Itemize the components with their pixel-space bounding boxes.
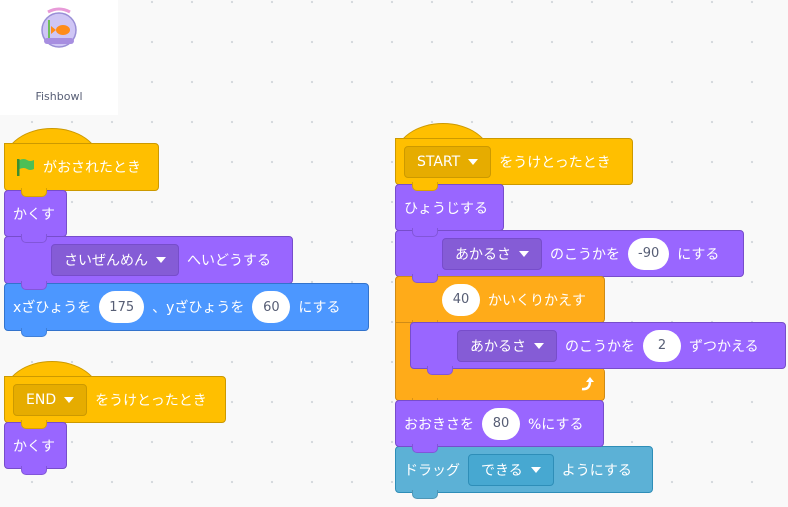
size-input[interactable]: 80 bbox=[482, 407, 520, 440]
effect-change-input[interactable]: 2 bbox=[643, 329, 681, 362]
sprite-name: Fishbowl bbox=[35, 90, 83, 103]
repeat-bottom bbox=[395, 368, 605, 407]
x-input[interactable]: 175 bbox=[99, 291, 145, 323]
goto-suffix: にする bbox=[298, 300, 341, 316]
set-size-block[interactable]: おおきさを 80 %にする bbox=[395, 400, 604, 453]
dropdown-arrow-icon bbox=[519, 250, 529, 257]
hat-label: がおされたとき bbox=[43, 160, 141, 176]
green-flag-icon bbox=[17, 159, 34, 176]
effect-mid: のこうかを bbox=[550, 246, 620, 263]
show-label: ひょうじする bbox=[404, 200, 488, 217]
x-label: xざひょうを bbox=[13, 300, 92, 316]
hat-suffix: をうけとったとき bbox=[499, 154, 611, 171]
dropdown-arrow-icon bbox=[156, 257, 166, 263]
hat-suffix: をうけとったとき bbox=[95, 392, 207, 409]
when-flag-clicked-block[interactable]: がおされたとき bbox=[4, 143, 159, 197]
drag-suffix: ようにする bbox=[561, 462, 632, 479]
effect-value-input[interactable]: -90 bbox=[628, 237, 670, 270]
message-value: END bbox=[26, 391, 57, 408]
dropdown-arrow-icon bbox=[468, 158, 479, 165]
message-value: START bbox=[417, 153, 461, 170]
effect-value: あかるさ bbox=[455, 246, 511, 263]
repeat-count-input[interactable]: 40 bbox=[442, 283, 480, 316]
hide-block[interactable]: かくす bbox=[4, 190, 67, 243]
repeat-label: かいくりかえす bbox=[488, 292, 586, 309]
effect-dropdown[interactable]: あかるさ bbox=[442, 237, 542, 270]
message-dropdown[interactable]: START bbox=[404, 145, 492, 178]
when-receive-end-block[interactable]: END をうけとったとき bbox=[4, 376, 226, 429]
set-effect-block[interactable]: あかるさ のこうかを -90 にする bbox=[395, 230, 744, 283]
dropdown-arrow-icon bbox=[64, 396, 75, 403]
set-drag-mode-block[interactable]: ドラッグ できる ようにする bbox=[395, 446, 653, 499]
y-label: 、yざひょうを bbox=[152, 300, 245, 316]
effect-suffix: ずつかえる bbox=[689, 338, 759, 355]
dropdown-arrow-icon bbox=[534, 342, 544, 349]
layer-dropdown[interactable]: さいぜんめん bbox=[51, 244, 179, 276]
loop-arrow-icon bbox=[581, 377, 594, 391]
drag-mode-dropdown[interactable]: できる bbox=[468, 453, 554, 486]
repeat-block[interactable]: 40 かいくりかえす bbox=[395, 276, 605, 329]
when-receive-start-block[interactable]: START をうけとったとき bbox=[395, 138, 633, 191]
message-dropdown[interactable]: END bbox=[13, 383, 88, 416]
fishbowl-icon bbox=[41, 7, 77, 48]
hide-label: かくす bbox=[13, 206, 55, 223]
go-to-layer-block[interactable]: さいぜんめん へいどうする bbox=[4, 236, 293, 290]
drag-mode-value: できる bbox=[481, 462, 523, 479]
layer-suffix: へいどうする bbox=[187, 253, 271, 269]
layer-dropdown-value: さいぜんめん bbox=[64, 253, 148, 269]
effect-value: あかるさ bbox=[470, 338, 526, 355]
effect-suffix: にする bbox=[677, 246, 720, 263]
sprite-tile-fishbowl[interactable]: Fishbowl bbox=[0, 0, 118, 115]
hide-label: かくす bbox=[13, 438, 55, 455]
effect-dropdown[interactable]: あかるさ bbox=[457, 329, 557, 362]
drag-label: ドラッグ bbox=[404, 462, 460, 479]
hide-block[interactable]: かくす bbox=[4, 422, 67, 475]
go-to-xy-block[interactable]: xざひょうを 175 、yざひょうを 60 にする bbox=[4, 283, 369, 337]
change-effect-block[interactable]: あかるさ のこうかを 2 ずつかえる bbox=[410, 322, 786, 375]
effect-mid: のこうかを bbox=[565, 338, 635, 355]
show-block[interactable]: ひょうじする bbox=[395, 184, 504, 237]
dropdown-arrow-icon bbox=[530, 466, 541, 473]
y-input[interactable]: 60 bbox=[252, 291, 291, 323]
size-label: おおきさを bbox=[404, 416, 474, 433]
size-suffix: %にする bbox=[528, 416, 584, 433]
